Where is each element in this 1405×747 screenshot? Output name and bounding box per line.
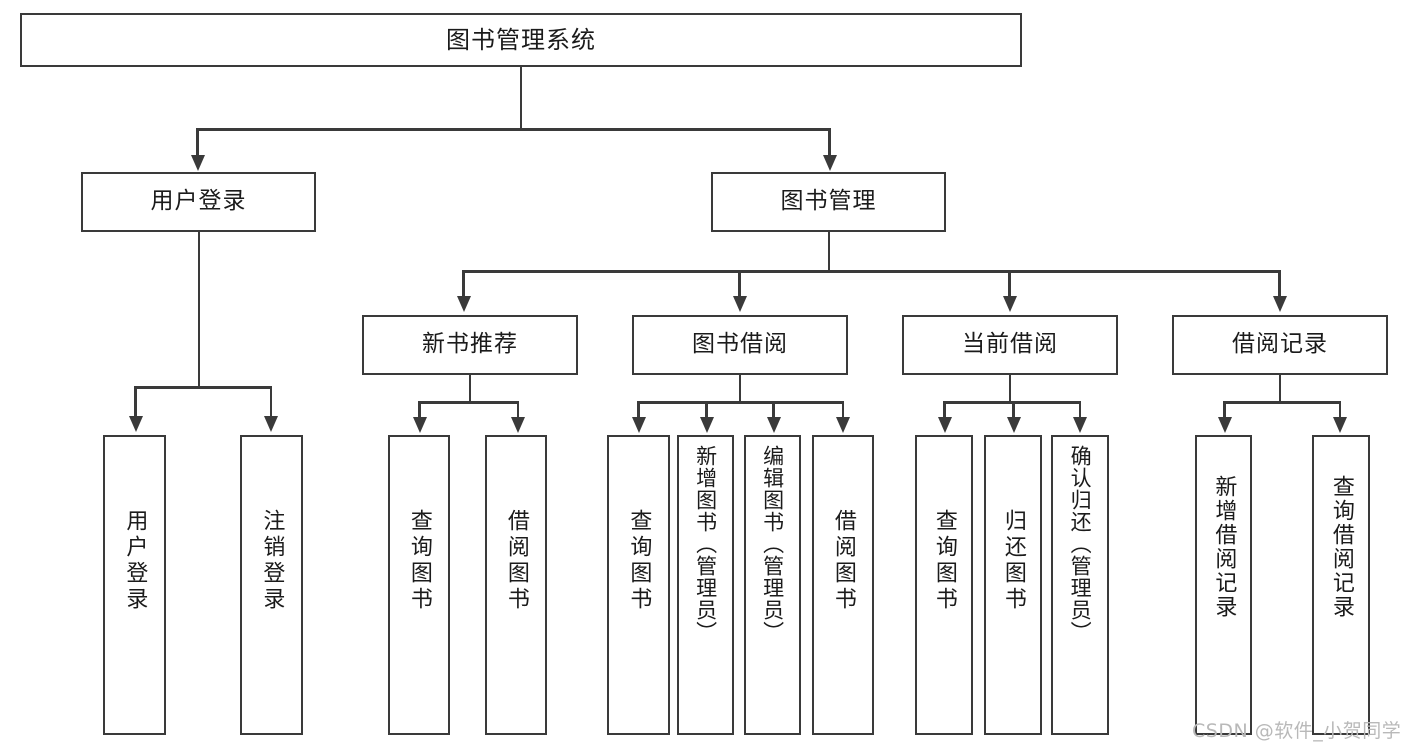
node-root-library-management-system[interactable]: 图书管理系统 <box>20 13 1022 67</box>
node-user-login[interactable]: 用户登录 <box>81 172 316 232</box>
leaf-label: 新增图书（管理员） <box>693 445 718 643</box>
arrow-user-login-to-leaf-1 <box>128 416 143 432</box>
leaf-book-borrow-edit-admin[interactable]: 编辑图书（管理员） <box>744 435 801 735</box>
edge-book-manage-to-child-2 <box>738 270 741 298</box>
edge-current-borrow-to-leaf-2 <box>1012 401 1015 419</box>
leaf-current-borrow-confirm-admin[interactable]: 确认归还（管理员） <box>1051 435 1109 735</box>
node-label: 图书管理 <box>780 188 877 215</box>
edge-root-to-user-login <box>196 128 199 157</box>
edge-borrow-records-to-leaf-2 <box>1338 401 1341 419</box>
arrow-current-borrow-to-leaf-3 <box>1073 417 1087 433</box>
edge-book-manage-to-child-4 <box>1278 270 1281 298</box>
edge-root-stem <box>519 67 522 129</box>
leaf-new-book-query[interactable]: 查询图书 <box>388 435 450 735</box>
node-book-management[interactable]: 图书管理 <box>711 172 946 232</box>
arrow-book-borrow-to-leaf-3 <box>766 417 781 433</box>
edge-current-borrow-to-leaf-3 <box>1078 401 1081 419</box>
edge-book-borrow-to-leaf-3 <box>772 401 775 419</box>
edge-book-borrow-to-leaf-1 <box>637 401 640 419</box>
edge-book-manage-stem <box>827 232 830 272</box>
edge-borrow-records-stem <box>1278 375 1281 403</box>
arrow-book-manage-to-child-2 <box>732 296 747 312</box>
leaf-label: 借阅图书 <box>830 509 856 613</box>
edge-current-borrow-to-leaf-1 <box>943 401 946 419</box>
arrow-book-borrow-to-leaf-1 <box>631 417 646 433</box>
arrow-user-login-to-leaf-2 <box>264 416 278 432</box>
edge-book-borrow-stem <box>738 375 741 403</box>
node-label: 图书借阅 <box>692 331 788 358</box>
leaf-new-book-borrow[interactable]: 借阅图书 <box>485 435 547 735</box>
edge-user-login-to-leaf-2 <box>269 386 272 418</box>
edge-book-manage-to-child-3 <box>1008 270 1011 298</box>
leaf-label: 查询图书 <box>406 509 432 613</box>
arrow-new-book-to-leaf-1 <box>412 417 427 433</box>
node-label: 当前借阅 <box>962 331 1058 358</box>
leaf-label: 查询图书 <box>626 509 652 613</box>
node-book-borrow[interactable]: 图书借阅 <box>632 315 848 375</box>
edge-book-manage-to-child-1 <box>462 270 465 298</box>
arrow-current-borrow-to-leaf-1 <box>937 417 952 433</box>
edge-root-bus <box>196 128 830 131</box>
leaf-label: 新增借阅记录 <box>1211 475 1237 619</box>
leaf-label: 归还图书 <box>1000 509 1026 613</box>
arrow-book-manage-to-child-4 <box>1272 296 1287 312</box>
leaf-book-borrow-borrow[interactable]: 借阅图书 <box>812 435 874 735</box>
leaf-book-borrow-query[interactable]: 查询图书 <box>607 435 670 735</box>
edge-new-book-bus <box>418 401 519 404</box>
arrow-new-book-to-leaf-2 <box>511 417 525 433</box>
leaf-label: 用户登录 <box>122 509 148 613</box>
arrow-current-borrow-to-leaf-2 <box>1006 417 1021 433</box>
leaf-borrow-records-add[interactable]: 新增借阅记录 <box>1195 435 1252 735</box>
edge-root-to-book-manage <box>828 128 831 157</box>
edge-new-book-to-leaf-2 <box>516 401 519 419</box>
edge-user-login-to-leaf-1 <box>134 386 137 418</box>
edge-user-login-bus <box>134 386 271 389</box>
edge-borrow-records-to-leaf-1 <box>1223 401 1226 419</box>
edge-current-borrow-stem <box>1008 375 1011 403</box>
node-current-borrow[interactable]: 当前借阅 <box>902 315 1118 375</box>
leaf-current-borrow-query[interactable]: 查询图书 <box>915 435 973 735</box>
leaf-borrow-records-query[interactable]: 查询借阅记录 <box>1312 435 1370 735</box>
arrow-book-borrow-to-leaf-4 <box>836 417 850 433</box>
node-borrow-records[interactable]: 借阅记录 <box>1172 315 1388 375</box>
arrow-borrow-records-to-leaf-1 <box>1217 417 1232 433</box>
node-label: 借阅记录 <box>1232 331 1328 358</box>
edge-book-borrow-to-leaf-4 <box>841 401 844 419</box>
leaf-label: 借阅图书 <box>503 509 529 613</box>
edge-new-book-stem <box>468 375 471 403</box>
arrow-book-borrow-to-leaf-2 <box>699 417 714 433</box>
arrow-book-manage-to-child-1 <box>456 296 471 312</box>
edge-borrow-records-bus <box>1223 401 1341 404</box>
edge-book-borrow-bus <box>637 401 844 404</box>
leaf-label: 确认归还（管理员） <box>1068 445 1093 643</box>
leaf-user-login-login[interactable]: 用户登录 <box>103 435 166 735</box>
arrow-root-to-book-manage <box>822 155 837 171</box>
leaf-book-borrow-add-admin[interactable]: 新增图书（管理员） <box>677 435 734 735</box>
csdn-watermark: CSDN @软件_小贺同学 <box>1192 720 1402 742</box>
leaf-user-login-logout[interactable]: 注销登录 <box>240 435 303 735</box>
node-label: 新书推荐 <box>422 331 518 358</box>
edge-user-login-stem <box>197 232 200 388</box>
arrow-book-manage-to-child-3 <box>1002 296 1017 312</box>
arrow-root-to-user-login <box>190 155 205 171</box>
leaf-label: 注销登录 <box>259 509 285 613</box>
node-label: 用户登录 <box>150 188 247 215</box>
leaf-current-borrow-return[interactable]: 归还图书 <box>984 435 1042 735</box>
node-label: 图书管理系统 <box>446 25 596 54</box>
edge-book-manage-bus <box>462 270 1280 273</box>
edge-new-book-to-leaf-1 <box>418 401 421 419</box>
leaf-label: 编辑图书（管理员） <box>760 445 785 643</box>
arrow-borrow-records-to-leaf-2 <box>1333 417 1347 433</box>
leaf-label: 查询借阅记录 <box>1328 475 1354 619</box>
edge-book-borrow-to-leaf-2 <box>705 401 708 419</box>
node-new-book-recommend[interactable]: 新书推荐 <box>362 315 578 375</box>
leaf-label: 查询图书 <box>931 509 957 613</box>
